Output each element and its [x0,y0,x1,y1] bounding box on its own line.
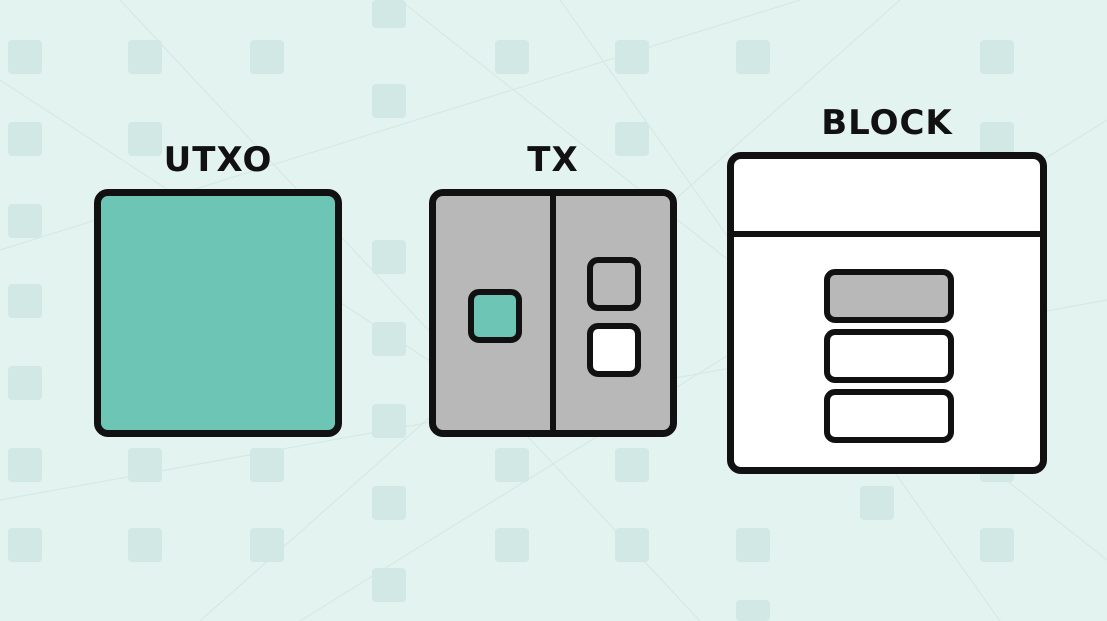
block-label: BLOCK [821,103,953,143]
block-transaction-row-icon [824,269,954,323]
block-header-divider [734,231,1040,237]
block-transaction-row-icon [824,329,954,383]
transaction-icon [429,189,677,437]
output-slot-icon [587,323,641,377]
tx-label: TX [527,140,579,180]
output-slot-icon [587,257,641,311]
block-icon [727,152,1047,474]
utxo-label: UTXO [163,140,273,180]
input-utxo-icon [468,289,522,343]
utxo-square-icon [94,189,342,437]
block-transaction-row-icon [824,389,954,443]
transaction-divider [550,196,556,430]
